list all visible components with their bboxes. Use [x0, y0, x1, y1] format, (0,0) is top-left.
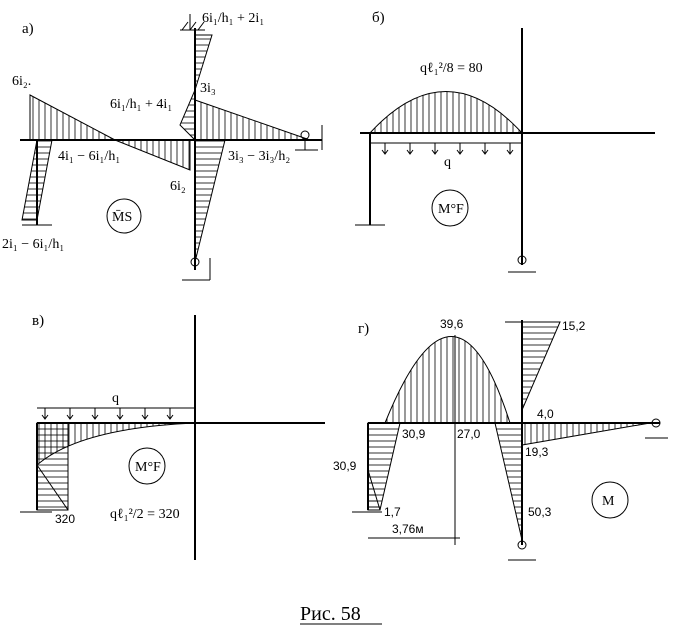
panel-a-label: а): [22, 21, 34, 37]
label-a-mid-top: 6i₁/h₁ + 4i₁: [110, 97, 172, 112]
value-g-bottom-left: 1,7: [384, 505, 401, 519]
panel-v-label: в): [32, 313, 44, 329]
moment-label-v: qℓ₁²/2 = 320: [110, 507, 180, 522]
label-a-left-top: 6i₂.: [12, 74, 31, 89]
value-g-joint-left-in: 30,9: [402, 427, 426, 441]
value-g-bottom-right: 50,3: [528, 505, 552, 519]
panel-b: б) q qℓ₁²/8 = 80 M°F: [355, 10, 655, 273]
moment-parabola-g: [384, 336, 511, 424]
moment-area-left-column: [21, 139, 53, 221]
label-a-bottom-left: 2i₁ − 6i₁/h₁: [2, 237, 64, 252]
panel-g-label: г): [358, 321, 369, 337]
moment-curve-v: [36, 422, 196, 467]
value-g-joint-right-down: 19,3: [525, 445, 549, 459]
label-a-6i2: 6i₂: [170, 179, 186, 194]
hinge-a-bottom: [190, 257, 200, 267]
load-label-v: q: [112, 391, 119, 406]
moment-label-b: qℓ₁²/8 = 80: [420, 61, 483, 76]
diagram-name-g: M: [602, 494, 615, 509]
top-fixed-support: [180, 14, 205, 31]
label-a-left-mid: 4i₁ − 6i₁/h₁: [58, 149, 120, 164]
value-g-joint-right-up: 4,0: [537, 407, 554, 421]
label-a-top-right: 6i₁/h₁ + 2i₁: [202, 11, 264, 26]
load-arrows-v: [41, 408, 174, 420]
moment-parabola-b: [368, 91, 524, 134]
load-arrows-b: [381, 143, 514, 155]
diagram-badge-a: [106, 198, 142, 234]
label-a-right-mid: 3i₃ − 3i₃/h₂: [228, 149, 290, 164]
hinge-b-bottom: [517, 255, 527, 265]
load-label-b: q: [444, 155, 451, 170]
diagram-badge-v: [128, 447, 166, 485]
value-g-joint-left: 30,9: [333, 459, 357, 473]
moment-area-beam-left2: [114, 139, 191, 171]
diagram-name-v: M°F: [135, 460, 161, 475]
figure-caption: Рис. 58: [300, 603, 361, 625]
moment-area-middle-lower: [194, 139, 226, 263]
label-a-3i3: 3i₃: [200, 81, 216, 96]
panel-v: в) q 320 qℓ₁²/2 = 320 M°F: [20, 313, 325, 560]
value-g-top-right: 15,2: [562, 319, 586, 333]
moment-area-beam-right: [194, 99, 311, 141]
roller-g-right: [651, 418, 661, 428]
moment-area-g-beam-right: [521, 422, 651, 446]
moment-area-g-right-upper: [521, 321, 561, 423]
value-g-mid: 27,0: [457, 427, 481, 441]
diagram-name-b: M°F: [438, 202, 464, 217]
diagram-badge-g: [591, 481, 629, 519]
hinge-g-bottom: [517, 540, 527, 550]
value-g-dimension: 3,76м: [392, 522, 424, 536]
diagram-badge-b: [431, 189, 469, 227]
value-g-top-peak: 39,6: [440, 317, 464, 331]
panel-g: г) 39,6 15,2 30,9 30,9 27,0 4,0 19,3 1,7…: [333, 317, 668, 561]
panel-b-label: б): [372, 10, 385, 26]
value-v-320: 320: [55, 512, 75, 526]
moment-area-g-right-lower: [494, 422, 523, 541]
panel-a: а) 6: [2, 11, 323, 281]
moment-area-beam-left: [29, 94, 116, 141]
diagram-name-a: M̄S: [112, 209, 132, 225]
